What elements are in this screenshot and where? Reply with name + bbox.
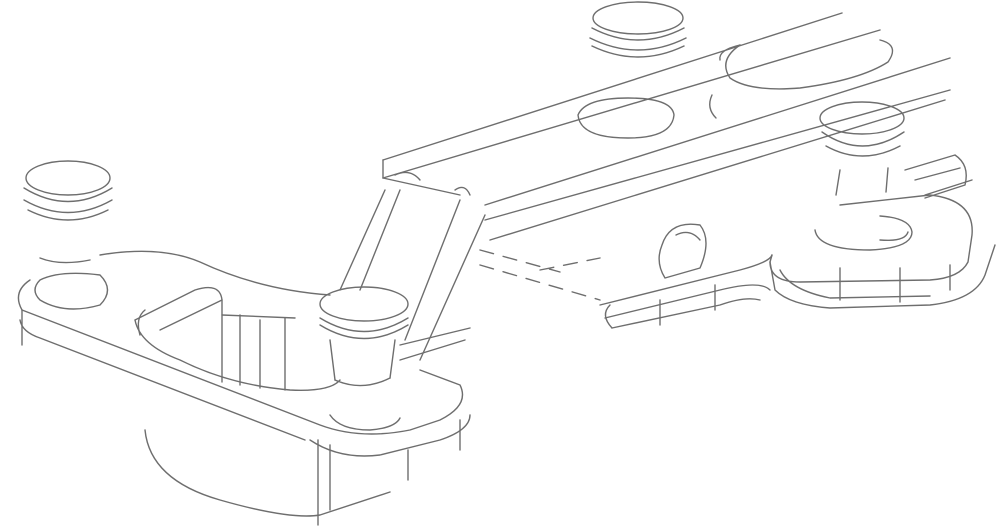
top-center-boss	[577, 1, 687, 139]
top-bar	[382, 12, 951, 241]
left-boss	[23, 160, 113, 264]
hidden-lines	[479, 249, 601, 301]
right-boss	[819, 101, 905, 196]
right-rail	[599, 223, 773, 329]
center-boss	[319, 286, 409, 387]
top-slot	[709, 39, 894, 119]
left-plate	[17, 250, 471, 526]
strut	[339, 171, 486, 361]
right-bracket	[769, 154, 996, 309]
